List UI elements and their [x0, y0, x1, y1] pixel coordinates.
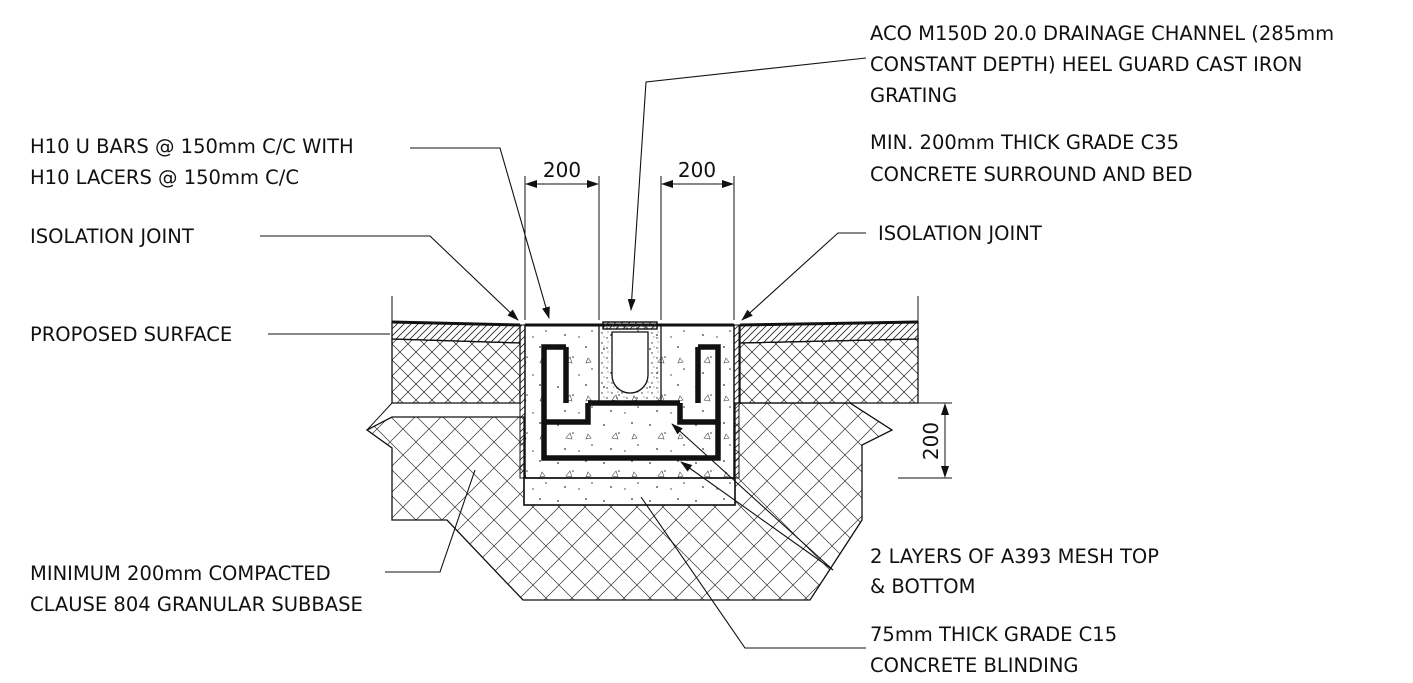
dim-right-text: 200 — [678, 158, 716, 182]
note-mesh-line1: 2 LAYERS OF A393 MESH TOP — [870, 545, 1159, 568]
dimension-right — [660, 176, 735, 320]
leader-lines — [260, 57, 867, 649]
pavement-right — [739, 338, 919, 404]
note-mesh-line2: & BOTTOM — [870, 575, 975, 598]
note-blinding-line2: CONCRETE BLINDING — [870, 654, 1079, 677]
dim-vertical-text: 200 — [919, 422, 943, 460]
note-blinding-line1: 75mm THICK GRADE C15 — [870, 623, 1117, 646]
note-concrete-line1: MIN. 200mm THICK GRADE C35 — [870, 131, 1179, 154]
channel-invert — [611, 331, 649, 394]
note-isolation-left: ISOLATION JOINT — [30, 225, 194, 248]
note-subbase-line2: CLAUSE 804 GRANULAR SUBBASE — [30, 593, 363, 616]
note-channel-line1: ACO M150D 20.0 DRAINAGE CHANNEL (285mm — [870, 22, 1334, 45]
note-channel-line3: GRATING — [870, 84, 957, 107]
note-isolation-right: ISOLATION JOINT — [878, 222, 1042, 245]
grating — [602, 321, 658, 330]
concrete-blinding — [523, 477, 736, 506]
dim-left-text: 200 — [543, 158, 581, 182]
note-proposed-surface: PROPOSED SURFACE — [30, 323, 232, 346]
note-ubars-line2: H10 LACERS @ 150mm C/C — [30, 166, 299, 189]
dimension-left — [524, 176, 600, 320]
dimension-vertical — [898, 402, 952, 479]
note-channel-line2: CONSTANT DEPTH) HEEL GUARD CAST IRON — [870, 53, 1302, 76]
pavement-left — [391, 338, 521, 404]
note-subbase-line1: MINIMUM 200mm COMPACTED — [30, 562, 331, 585]
note-ubars-line1: H10 U BARS @ 150mm C/C WITH — [30, 135, 354, 158]
mesh-bottom — [541, 422, 721, 461]
note-concrete-line2: CONCRETE SURROUND AND BED — [870, 163, 1193, 186]
